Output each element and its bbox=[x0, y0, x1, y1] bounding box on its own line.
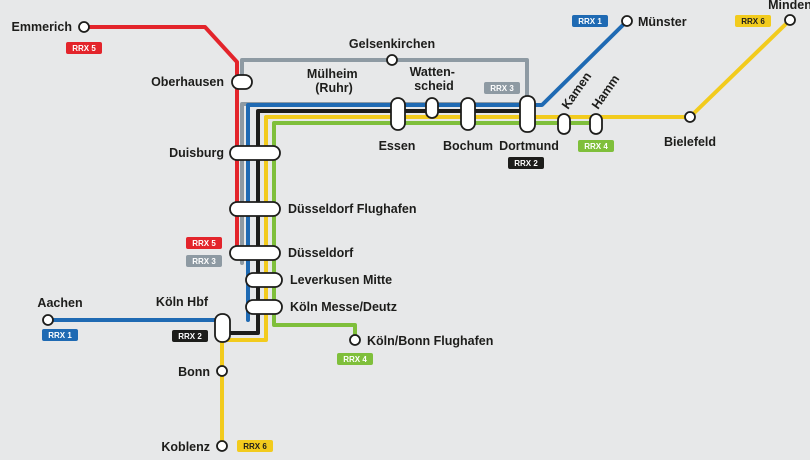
station-label-minden: Minden bbox=[768, 0, 810, 12]
svg-text:RRX 2: RRX 2 bbox=[178, 332, 202, 341]
tag-rrx5-emmerich: RRX 5 bbox=[66, 42, 102, 54]
station-label-duisburg: Duisburg bbox=[169, 146, 224, 160]
station-label-dortmund: Dortmund bbox=[499, 139, 559, 153]
svg-text:RRX 4: RRX 4 bbox=[343, 355, 367, 364]
station-label-bonn: Bonn bbox=[178, 365, 210, 379]
line-rrx3-gelsenkirchen bbox=[240, 58, 529, 104]
station-marker-koblenz bbox=[216, 440, 228, 452]
line-rrx5 bbox=[82, 25, 239, 252]
station-label-emmerich: Emmerich bbox=[12, 20, 72, 34]
line-tags: RRX 5 RRX 1 RRX 6 RRX 3 RRX 4 RRX 2 RRX … bbox=[42, 15, 771, 452]
svg-text:RRX 6: RRX 6 bbox=[741, 17, 765, 26]
station-marker-duisburg bbox=[229, 145, 281, 161]
station-label-wattenscheid: Watten- scheid bbox=[410, 65, 459, 93]
station-label-bochum: Bochum bbox=[443, 139, 493, 153]
station-label-muelheim-line2: (Ruhr) bbox=[315, 81, 353, 95]
station-marker-oberhausen bbox=[231, 74, 253, 90]
station-label-duesseldorf-flughafen: Düsseldorf Flughafen bbox=[288, 202, 416, 216]
station-label-essen: Essen bbox=[379, 139, 416, 153]
tag-rrx1-aachen: RRX 1 bbox=[42, 329, 78, 341]
station-label-wattenscheid-line2: scheid bbox=[414, 79, 454, 93]
svg-text:RRX 1: RRX 1 bbox=[48, 331, 72, 340]
svg-text:RRX 4: RRX 4 bbox=[584, 142, 608, 151]
station-marker-kamen bbox=[557, 113, 571, 135]
tag-rrx6-koblenz: RRX 6 bbox=[237, 440, 273, 452]
tag-rrx3-duesseldorf: RRX 3 bbox=[186, 255, 222, 267]
tag-rrx4-hamm: RRX 4 bbox=[578, 140, 614, 152]
station-label-koblenz: Koblenz bbox=[161, 440, 210, 454]
tag-rrx5-duesseldorf: RRX 5 bbox=[186, 237, 222, 249]
svg-text:RRX 1: RRX 1 bbox=[578, 17, 602, 26]
station-marker-emmerich bbox=[78, 21, 90, 33]
station-marker-koeln-bonn-flughafen bbox=[349, 334, 361, 346]
station-label-oberhausen: Oberhausen bbox=[151, 75, 224, 89]
station-label-muenster: Münster bbox=[638, 15, 687, 29]
station-marker-hamm bbox=[589, 113, 603, 135]
svg-text:RRX 3: RRX 3 bbox=[192, 257, 216, 266]
station-marker-koeln-hbf bbox=[214, 313, 231, 343]
station-label-koeln-bonn-flughafen: Köln/Bonn Flughafen bbox=[367, 334, 493, 348]
station-marker-dortmund bbox=[519, 95, 536, 133]
station-marker-muelheim bbox=[390, 97, 406, 131]
svg-text:RRX 2: RRX 2 bbox=[514, 159, 538, 168]
station-marker-leverkusen bbox=[245, 272, 283, 288]
tag-rrx4-flughafen: RRX 4 bbox=[337, 353, 373, 365]
svg-text:RRX 6: RRX 6 bbox=[243, 442, 267, 451]
station-marker-bielefeld bbox=[684, 111, 696, 123]
station-marker-bonn bbox=[216, 365, 228, 377]
station-label-bielefeld: Bielefeld bbox=[664, 135, 716, 149]
station-label-leverkusen-mitte: Leverkusen Mitte bbox=[290, 273, 392, 287]
station-labels: Emmerich Oberhausen Gelsenkirchen Mülhei… bbox=[12, 0, 810, 454]
station-marker-bochum bbox=[460, 97, 476, 131]
tag-rrx1-muenster: RRX 1 bbox=[572, 15, 608, 27]
station-label-muelheim: Mülheim (Ruhr) bbox=[307, 67, 361, 95]
station-marker-duesseldorf bbox=[229, 245, 281, 261]
station-marker-koeln-messe bbox=[245, 299, 283, 315]
station-marker-muenster bbox=[621, 15, 633, 27]
station-markers bbox=[42, 14, 796, 452]
tag-rrx3-ruhr: RRX 3 bbox=[484, 82, 520, 94]
station-marker-duesseldorf-flughafen bbox=[229, 201, 281, 217]
station-label-wattenscheid-line1: Watten- bbox=[410, 65, 455, 79]
station-label-muelheim-line1: Mülheim bbox=[307, 67, 358, 81]
tag-rrx2-koeln: RRX 2 bbox=[172, 330, 208, 342]
station-label-kamen: Kamen bbox=[559, 70, 594, 112]
station-marker-wattenscheid bbox=[425, 97, 439, 119]
station-label-koeln-hbf: Köln Hbf bbox=[156, 295, 209, 309]
svg-text:RRX 5: RRX 5 bbox=[192, 239, 216, 248]
station-label-gelsenkirchen: Gelsenkirchen bbox=[349, 37, 435, 51]
station-label-hamm: Hamm bbox=[589, 72, 622, 111]
station-marker-aachen bbox=[42, 314, 54, 326]
station-label-koeln-messe-deutz: Köln Messe/Deutz bbox=[290, 300, 397, 314]
station-marker-minden bbox=[784, 14, 796, 26]
station-label-aachen: Aachen bbox=[37, 296, 82, 310]
tag-rrx6-minden: RRX 6 bbox=[735, 15, 771, 27]
line-rrx3 bbox=[240, 102, 529, 265]
svg-text:RRX 3: RRX 3 bbox=[490, 84, 514, 93]
station-marker-gelsenkirchen bbox=[386, 54, 398, 66]
tag-rrx2-dortmund: RRX 2 bbox=[508, 157, 544, 169]
svg-text:RRX 5: RRX 5 bbox=[72, 44, 96, 53]
station-label-duesseldorf: Düsseldorf bbox=[288, 246, 354, 260]
